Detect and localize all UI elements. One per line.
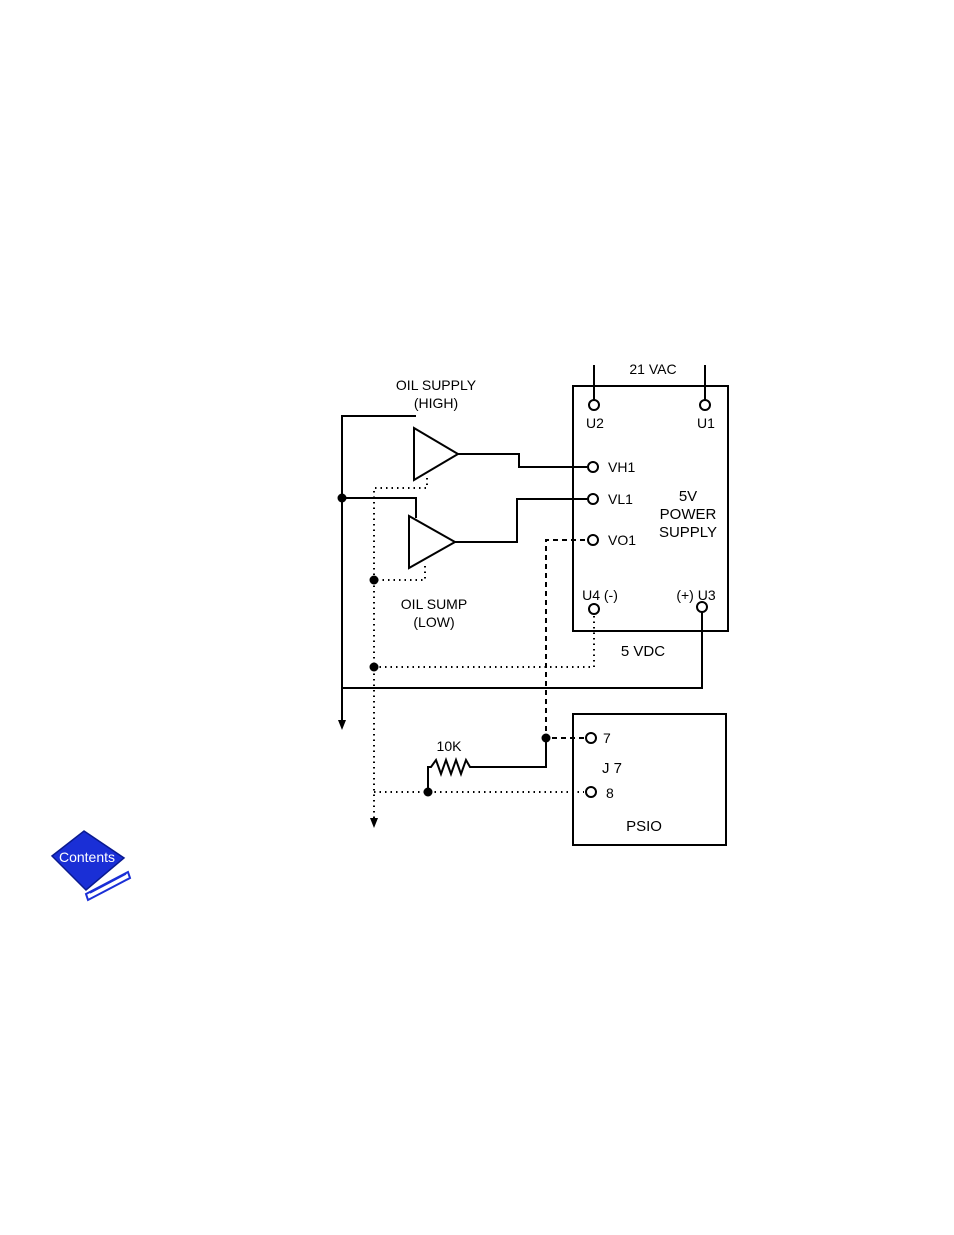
terminal-vo1 [588, 535, 598, 545]
terminal-pin8 [586, 787, 596, 797]
terminal-vh1 [588, 462, 598, 472]
oil-sump-label: OIL SUMP [401, 596, 467, 612]
oil-supply-label: OIL SUPPLY [396, 377, 477, 393]
power-supply-label-3: SUPPLY [659, 524, 717, 541]
vdc-label: 5 VDC [621, 643, 665, 660]
power-supply-label-2: POWER [660, 506, 717, 523]
vl1-label: VL1 [608, 491, 633, 507]
u3-label: (+) U3 [676, 587, 716, 603]
oil-supply-sublabel: (HIGH) [414, 395, 458, 411]
pin8-label: 8 [606, 785, 614, 801]
junction-node [370, 663, 379, 672]
terminal-u2 [589, 400, 599, 410]
bottom-arrow-head [370, 818, 378, 828]
junction-node [370, 576, 379, 585]
psio-label: PSIO [626, 818, 662, 835]
contents-button-label: Contents [59, 849, 115, 865]
vh1-label: VH1 [608, 459, 635, 475]
terminal-u4 [589, 604, 599, 614]
oil-sump-sublabel: (LOW) [413, 614, 454, 630]
terminal-u3 [697, 602, 707, 612]
vo1-dashed [546, 540, 585, 738]
resistor-label: 10K [437, 738, 463, 754]
oil-sump-transducer [409, 516, 455, 568]
power-supply-label-1: 5V [679, 488, 697, 505]
u1-label: U1 [697, 415, 715, 431]
pin7-label: 7 [603, 730, 611, 746]
junction-node [338, 494, 347, 503]
outer-rail-wire [342, 416, 416, 722]
contents-button[interactable]: Contents [52, 831, 130, 900]
supply-common-dotted [374, 478, 427, 580]
left-arrow-head [338, 720, 346, 730]
u2-label: U2 [586, 415, 604, 431]
oil-supply-transducer [414, 428, 458, 480]
u4-return-dotted [374, 615, 594, 667]
sump-common-dotted [374, 566, 425, 580]
vl1-wire [455, 499, 587, 542]
junction-node [424, 788, 433, 797]
terminal-vl1 [588, 494, 598, 504]
sump-supply-wire [342, 498, 416, 518]
vh1-wire [458, 454, 587, 467]
terminal-pin7 [586, 733, 596, 743]
vac-label: 21 VAC [629, 361, 676, 377]
junction-node [542, 734, 551, 743]
u4-label: U4 (-) [582, 587, 618, 603]
terminal-u1 [700, 400, 710, 410]
j7-label: J 7 [602, 760, 622, 777]
vo1-label: VO1 [608, 532, 636, 548]
